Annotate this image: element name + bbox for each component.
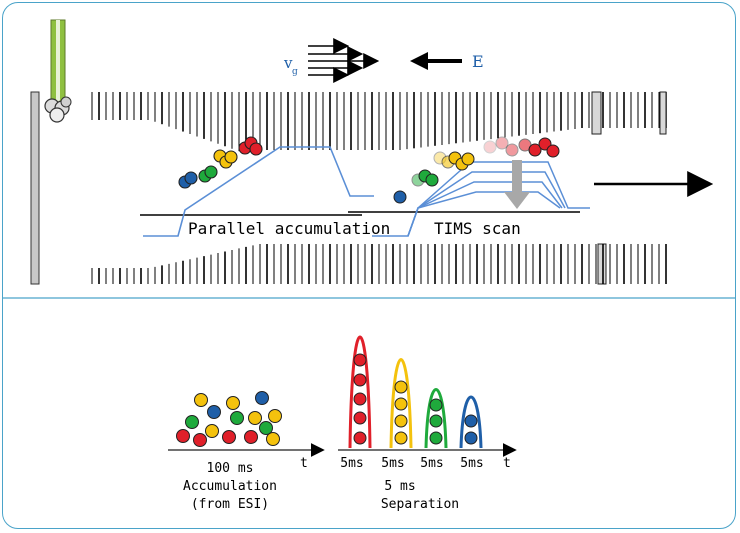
stage1-label: Parallel accumulation xyxy=(188,219,390,238)
exit-electrode xyxy=(591,91,602,135)
e-field-arrow xyxy=(410,52,462,70)
capillary-icon xyxy=(50,19,66,103)
ion-cluster-accumulation xyxy=(178,136,263,189)
sep-time: 5 ms xyxy=(384,479,415,494)
stage2-label: TIMS scan xyxy=(434,219,521,238)
ion-cluster-scan xyxy=(393,136,560,204)
entrance-plate xyxy=(30,91,40,285)
peak-time-4: 5ms xyxy=(460,456,483,471)
electrode-stack-bottom xyxy=(91,244,667,284)
scan-down-arrow xyxy=(504,160,530,209)
accum-time: 100 ms xyxy=(207,461,254,476)
field-profile-accumulation xyxy=(143,146,374,237)
peak-time-3: 5ms xyxy=(420,456,443,471)
accumulation-ion-pile xyxy=(176,391,282,447)
accum-title: Accumulation xyxy=(183,479,277,494)
accum-axis-t: t xyxy=(300,456,308,471)
vg-subscript: g xyxy=(292,67,298,77)
electrode-stack-top xyxy=(91,91,667,285)
accum-source: (from ESI) xyxy=(191,497,269,512)
e-label: E xyxy=(472,52,484,71)
sep-title: Separation xyxy=(381,497,459,512)
ion-droplets xyxy=(44,96,72,123)
peak-time-2: 5ms xyxy=(381,456,404,471)
sep-axis-t: t xyxy=(503,456,511,471)
exit-electrode xyxy=(597,243,607,285)
separation-peaks xyxy=(348,335,483,449)
exit-electrode xyxy=(659,91,667,135)
vg-label: v xyxy=(283,54,293,72)
peak-time-1: 5ms xyxy=(340,456,363,471)
gas-flow-arrows xyxy=(308,38,380,83)
